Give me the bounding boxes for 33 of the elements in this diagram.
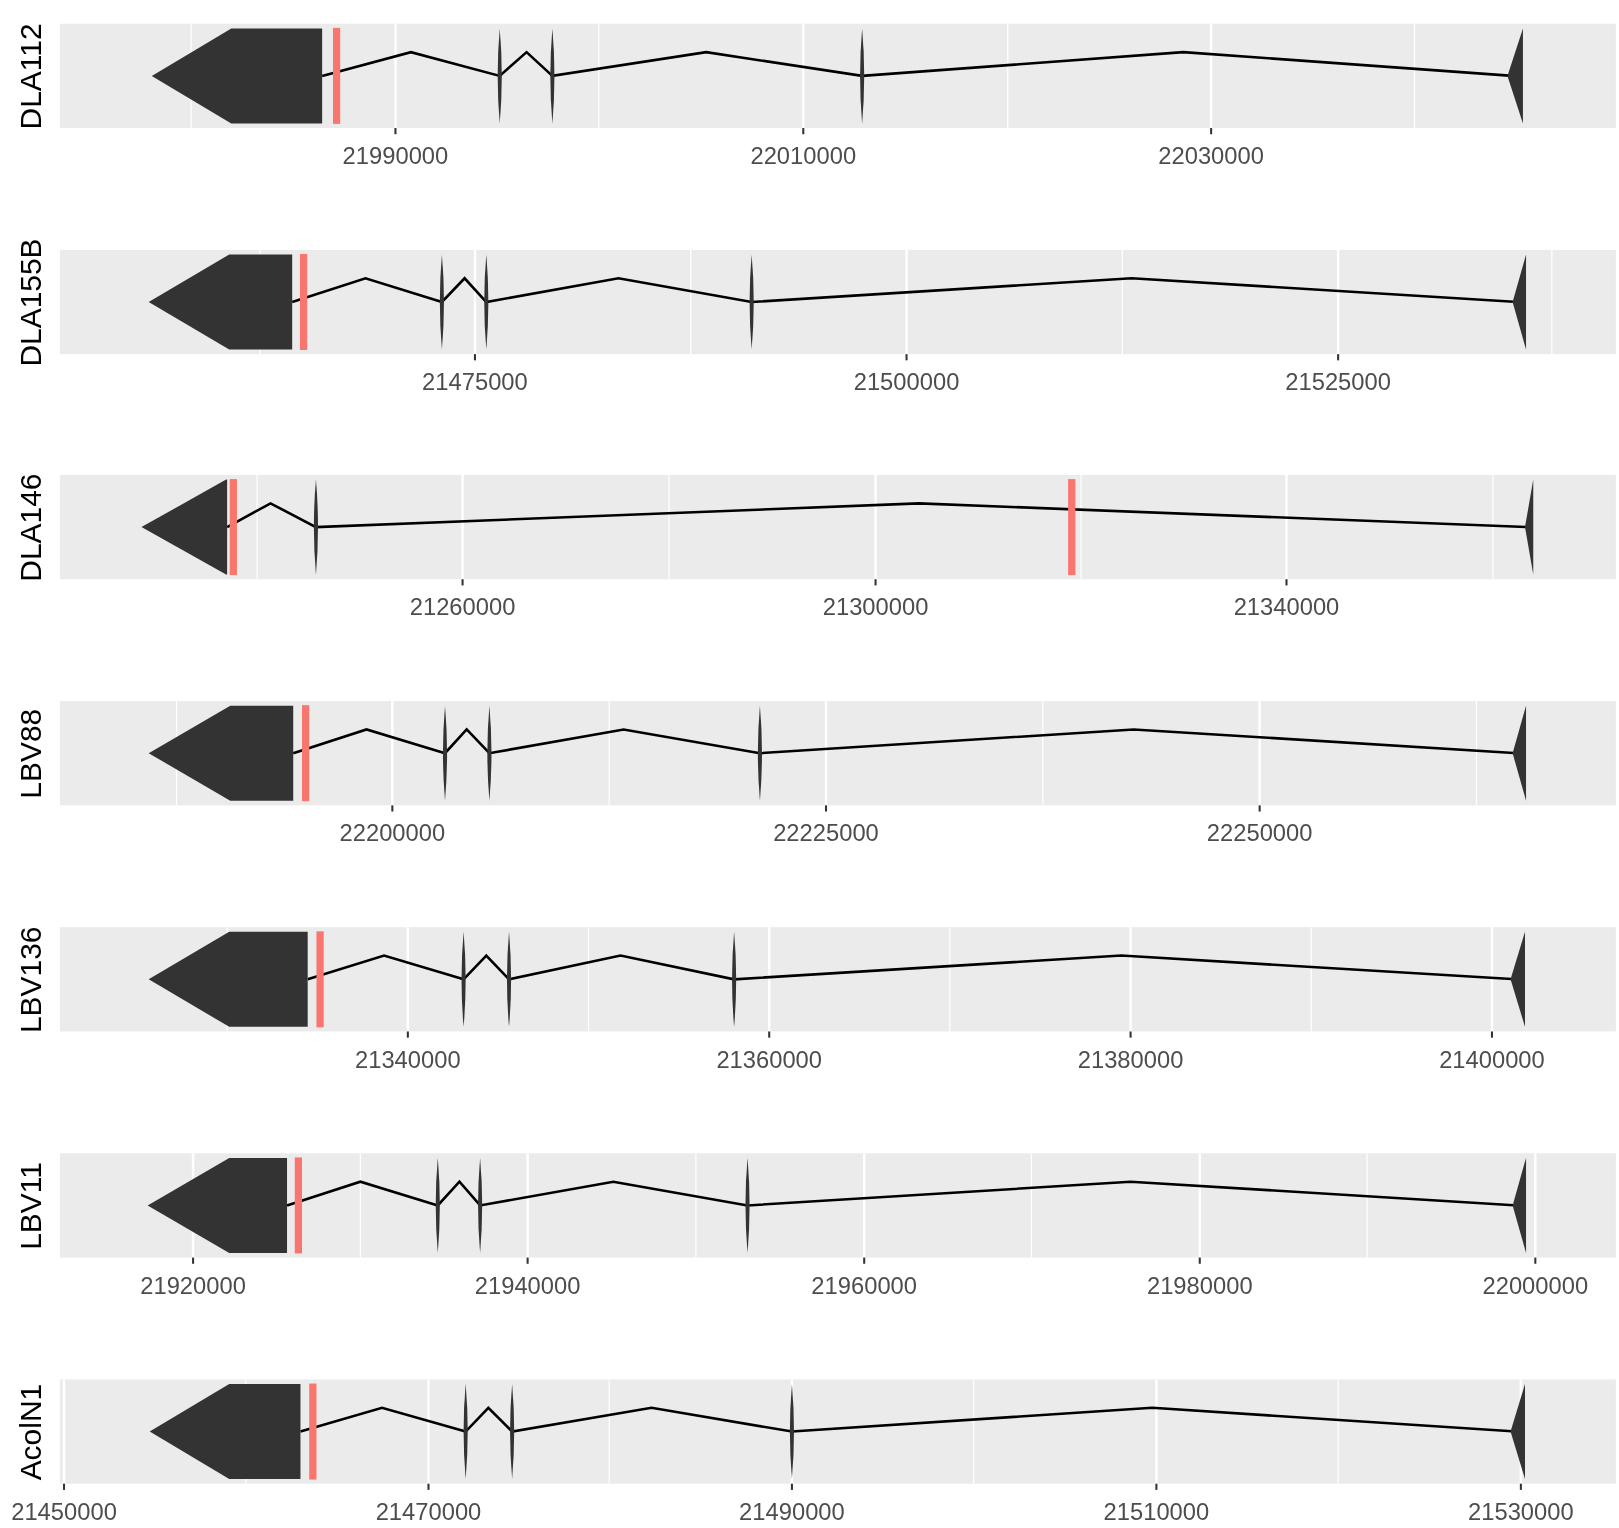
axis-tick-label: 21340000 <box>355 1048 461 1072</box>
track-label: LBV11 <box>16 1161 46 1250</box>
track-label: DLA146 <box>16 473 46 582</box>
axis-tick-label: 21360000 <box>716 1048 823 1072</box>
axis-tick-label: 21490000 <box>739 1500 845 1524</box>
axis-tick-label: 21400000 <box>1439 1048 1545 1072</box>
axis-tick-label: 21530000 <box>1468 1500 1574 1524</box>
axis-tick-label: 21510000 <box>1103 1500 1210 1524</box>
track-label: AcolN1 <box>16 1383 46 1480</box>
axis-tick-label: 21500000 <box>853 370 960 395</box>
axis-tick-label: 22225000 <box>773 821 879 846</box>
axis-tick-label: 21980000 <box>1146 1274 1253 1298</box>
axis-tick-label: 22200000 <box>339 821 446 846</box>
axis-tick-label: 21920000 <box>140 1274 246 1298</box>
axis-tick-label: 21450000 <box>11 1500 117 1524</box>
track-label: DLA155B <box>16 237 46 367</box>
axis-tick-label: 21260000 <box>409 595 516 620</box>
axis-tick-label: 22030000 <box>1158 144 1264 169</box>
axis-tick-label: 21340000 <box>1233 595 1340 620</box>
axis-tick-label: 22010000 <box>750 144 857 169</box>
track-label: DLA112 <box>16 22 46 129</box>
axis-tick-label: 22250000 <box>1206 821 1313 846</box>
track-label: LBV136 <box>16 926 46 1033</box>
axis-tick-label: 21525000 <box>1285 370 1391 395</box>
axis-tick-label: 21475000 <box>422 370 528 395</box>
axis-tick-label: 21300000 <box>822 595 929 620</box>
axis-tick-label: 21990000 <box>342 144 449 169</box>
axis-tick-label: 22000000 <box>1482 1274 1589 1298</box>
track-label: LBV88 <box>16 708 46 799</box>
axis-tick-label: 21940000 <box>474 1274 581 1298</box>
axis-tick-label: 21380000 <box>1077 1048 1184 1072</box>
axis-tick-label: 21470000 <box>375 1500 482 1524</box>
axis-tick-label: 21960000 <box>811 1274 918 1298</box>
